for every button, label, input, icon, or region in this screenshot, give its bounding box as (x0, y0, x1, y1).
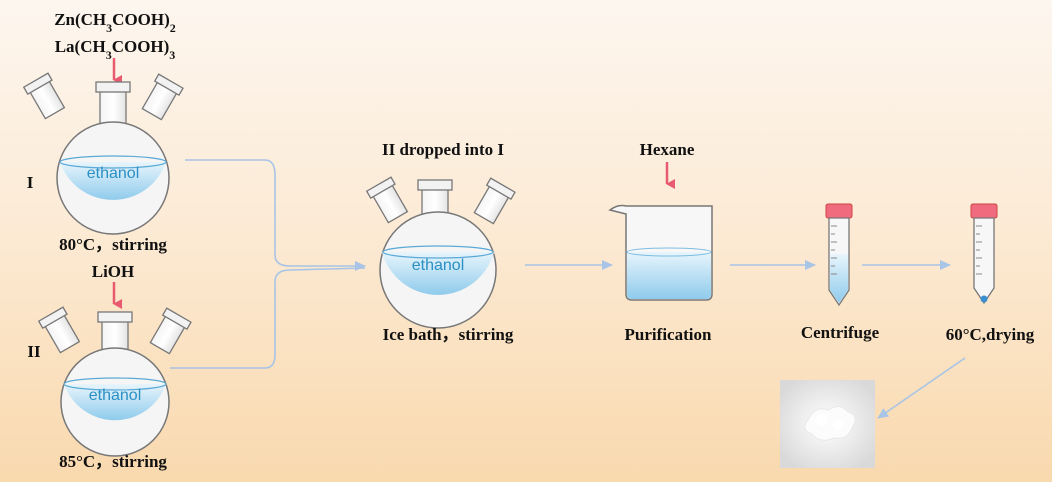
mix-condition: Ice bath，stirring (383, 325, 514, 344)
flask-ii-condition: 85°C，stirring (59, 452, 167, 471)
flask-ii-solvent: ethanol (89, 387, 142, 404)
drying-caption: 60°C,drying (946, 325, 1035, 344)
beaker-caption: Purification (625, 325, 712, 344)
reagent-zn-acetate: Zn(CH3COOH)2 (54, 10, 176, 35)
line-flask-i-to-mix (185, 159, 366, 271)
mix-flask-solvent: ethanol (412, 257, 465, 274)
flask-i-solvent: ethanol (87, 165, 140, 182)
mix-flask: ethanol (365, 176, 516, 329)
line-flask-ii-to-mix (170, 267, 366, 369)
arrow-drying-to-powder (877, 357, 966, 419)
beaker (608, 204, 713, 301)
flask-i-roman: I (27, 173, 34, 192)
flask-i: ethanol (22, 72, 184, 235)
drying-tube (970, 203, 998, 305)
flask-ii-roman: II (27, 342, 41, 361)
flask-i-condition: 80°C，stirring (59, 235, 167, 254)
reagent-lioh: LiOH (92, 262, 135, 281)
powder-photo (780, 380, 875, 468)
flask-ii: ethanol (37, 306, 192, 457)
centrifuge-tube (825, 203, 853, 307)
mix-header: II dropped into I (382, 140, 504, 159)
centrifuge-caption: Centrifuge (801, 323, 880, 342)
reagent-la-acetate: La(CH3COOH)3 (55, 37, 176, 62)
reagent-hexane: Hexane (640, 140, 695, 159)
